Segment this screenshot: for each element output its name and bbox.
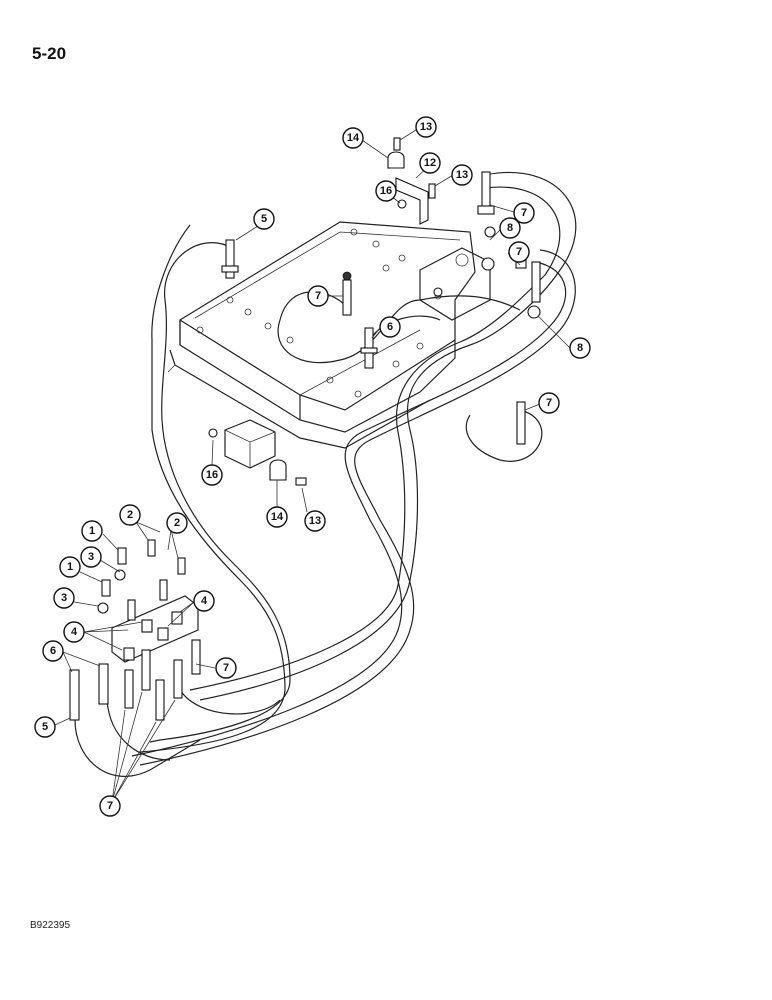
callout-c27: 5 bbox=[34, 716, 56, 738]
callout-c10: 7 bbox=[307, 285, 329, 307]
svg-text:13: 13 bbox=[420, 121, 432, 133]
svg-text:2: 2 bbox=[174, 517, 180, 529]
svg-text:3: 3 bbox=[61, 592, 67, 604]
clamp-14-top bbox=[387, 151, 405, 169]
svg-text:5: 5 bbox=[261, 213, 267, 225]
callout-c7: 5 bbox=[253, 208, 275, 230]
callout-c12: 8 bbox=[569, 337, 591, 359]
callout-c2: 13 bbox=[415, 116, 437, 138]
callout-c23: 4 bbox=[193, 590, 215, 612]
callout-c28: 7 bbox=[99, 795, 121, 817]
svg-text:7: 7 bbox=[516, 246, 522, 258]
svg-text:7: 7 bbox=[546, 397, 552, 409]
svg-text:7: 7 bbox=[315, 290, 321, 302]
callout-c11: 6 bbox=[379, 316, 401, 338]
svg-text:6: 6 bbox=[387, 321, 393, 333]
hydraulic-tubes bbox=[74, 171, 577, 777]
figure-code: B922395 bbox=[30, 920, 71, 931]
callout-c5: 16 bbox=[375, 180, 397, 202]
svg-text:1: 1 bbox=[89, 525, 95, 537]
hose-end-7-right bbox=[531, 261, 541, 303]
callout-c13: 7 bbox=[538, 392, 560, 414]
valve-block bbox=[111, 595, 199, 663]
svg-text:7: 7 bbox=[223, 662, 229, 674]
svg-text:5: 5 bbox=[42, 721, 48, 733]
svg-text:16: 16 bbox=[380, 185, 392, 197]
svg-text:16: 16 bbox=[206, 469, 218, 481]
svg-text:13: 13 bbox=[309, 515, 321, 527]
hose-end-6-low bbox=[98, 663, 109, 705]
svg-text:8: 8 bbox=[577, 342, 583, 354]
svg-text:6: 6 bbox=[50, 645, 56, 657]
hose-end-5-top bbox=[225, 239, 235, 279]
plate-holes bbox=[196, 228, 442, 398]
callout-c14: 16 bbox=[201, 464, 223, 486]
hose-fittings bbox=[69, 137, 541, 721]
callout-c9: 7 bbox=[508, 241, 530, 263]
callout-c1: 14 bbox=[342, 127, 364, 149]
hose-end-7-lower-right bbox=[516, 401, 526, 445]
hose-end-5-low bbox=[69, 669, 80, 721]
svg-text:14: 14 bbox=[347, 132, 360, 144]
callout-c3: 12 bbox=[419, 152, 441, 174]
svg-text:1: 1 bbox=[67, 561, 73, 573]
svg-text:3: 3 bbox=[88, 551, 94, 563]
callout-c17: 1 bbox=[81, 520, 103, 542]
callout-c26: 7 bbox=[215, 657, 237, 679]
svg-text:7: 7 bbox=[521, 207, 527, 219]
callout-c15: 14 bbox=[266, 506, 288, 528]
leader-lines bbox=[54, 129, 571, 803]
svg-text:14: 14 bbox=[271, 511, 284, 523]
svg-text:8: 8 bbox=[507, 222, 513, 234]
svg-text:7: 7 bbox=[107, 800, 113, 812]
svg-text:13: 13 bbox=[456, 169, 468, 181]
page-number: 5-20 bbox=[32, 44, 67, 63]
callout-c24: 4 bbox=[63, 621, 85, 643]
callout-c21: 1 bbox=[59, 556, 81, 578]
callout-c16: 13 bbox=[304, 510, 326, 532]
callout-c25: 6 bbox=[42, 640, 64, 662]
callout-c22: 3 bbox=[53, 587, 75, 609]
callout-c19: 2 bbox=[166, 512, 188, 534]
callout-c6: 7 bbox=[513, 202, 535, 224]
svg-text:4: 4 bbox=[71, 626, 78, 638]
mounting-plate bbox=[167, 221, 491, 469]
callout-c18: 2 bbox=[119, 504, 141, 526]
callout-c20: 3 bbox=[80, 546, 102, 568]
clamp-14-mid bbox=[269, 459, 287, 481]
svg-text:2: 2 bbox=[127, 509, 133, 521]
hose-end-7-mid bbox=[342, 279, 352, 316]
svg-text:4: 4 bbox=[201, 595, 208, 607]
washer-16-mid bbox=[208, 428, 218, 438]
callout-c8: 8 bbox=[499, 217, 521, 239]
svg-text:12: 12 bbox=[424, 157, 436, 169]
callout-c4: 13 bbox=[451, 164, 473, 186]
